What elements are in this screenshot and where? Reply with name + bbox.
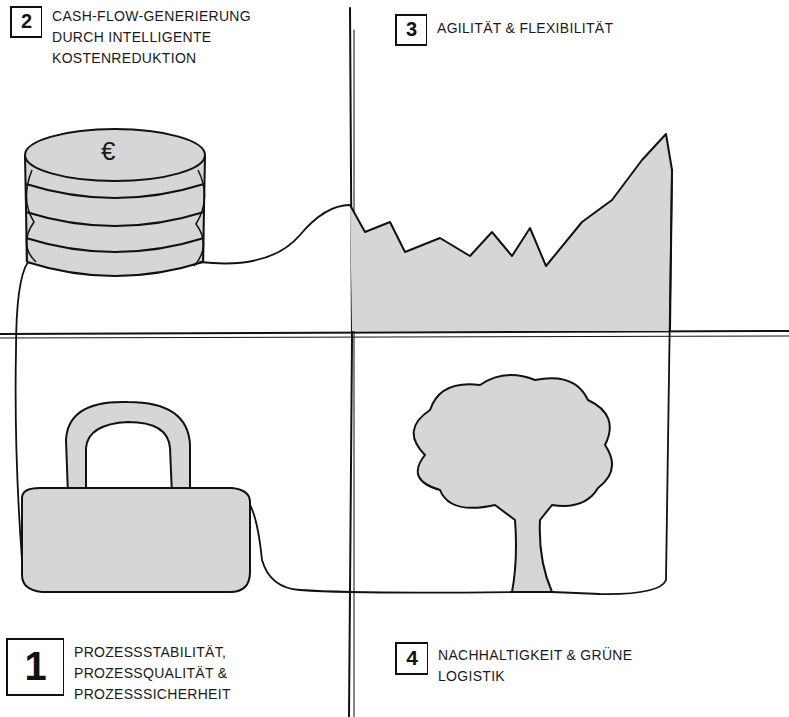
callout-number: 2: [10, 6, 42, 38]
chart-line: [350, 134, 672, 331]
quadrant-heading: 2 CASH-FLOW-GENERIERUNG DURCH INTELLIGENT…: [10, 6, 292, 69]
tree: [414, 375, 612, 592]
quadrant-heading: 1PROZESSSTABILITÄT, PROZESSQUALITÄT & PR…: [6, 638, 274, 705]
heading-text: NACHHALTIGKEIT & GRÜNE LOGISTIK: [438, 645, 638, 687]
heading-text: AGILITÄT & FLEXIBILITÄT: [437, 18, 737, 39]
vertical-axis-shadow: [354, 30, 355, 717]
callout-number: 4: [395, 642, 428, 675]
coin-stack: [25, 129, 205, 277]
horizontal-axis-shadow: [0, 336, 789, 338]
heading-text: CASH-FLOW-GENERIERUNG DURCH INTELLIGENTE…: [52, 6, 292, 69]
padlock: [22, 402, 250, 592]
horizontal-axis: [0, 331, 789, 334]
quadrant-heading: 3 AGILITÄT & FLEXIBILITÄT: [395, 14, 737, 46]
vertical-axis: [349, 8, 352, 717]
heading-text: PROZESSSTABILITÄT, PROZESSQUALITÄT & PRO…: [74, 642, 274, 705]
connecting-line: [16, 170, 672, 594]
callout-number: 3: [395, 14, 427, 46]
currency-symbol: €: [101, 136, 115, 167]
chart-fill: [350, 134, 672, 331]
callout-number: 1: [6, 638, 64, 696]
quadrant-heading: 4 NACHHALTIGKEIT & GRÜNE LOGISTIK: [395, 642, 638, 687]
